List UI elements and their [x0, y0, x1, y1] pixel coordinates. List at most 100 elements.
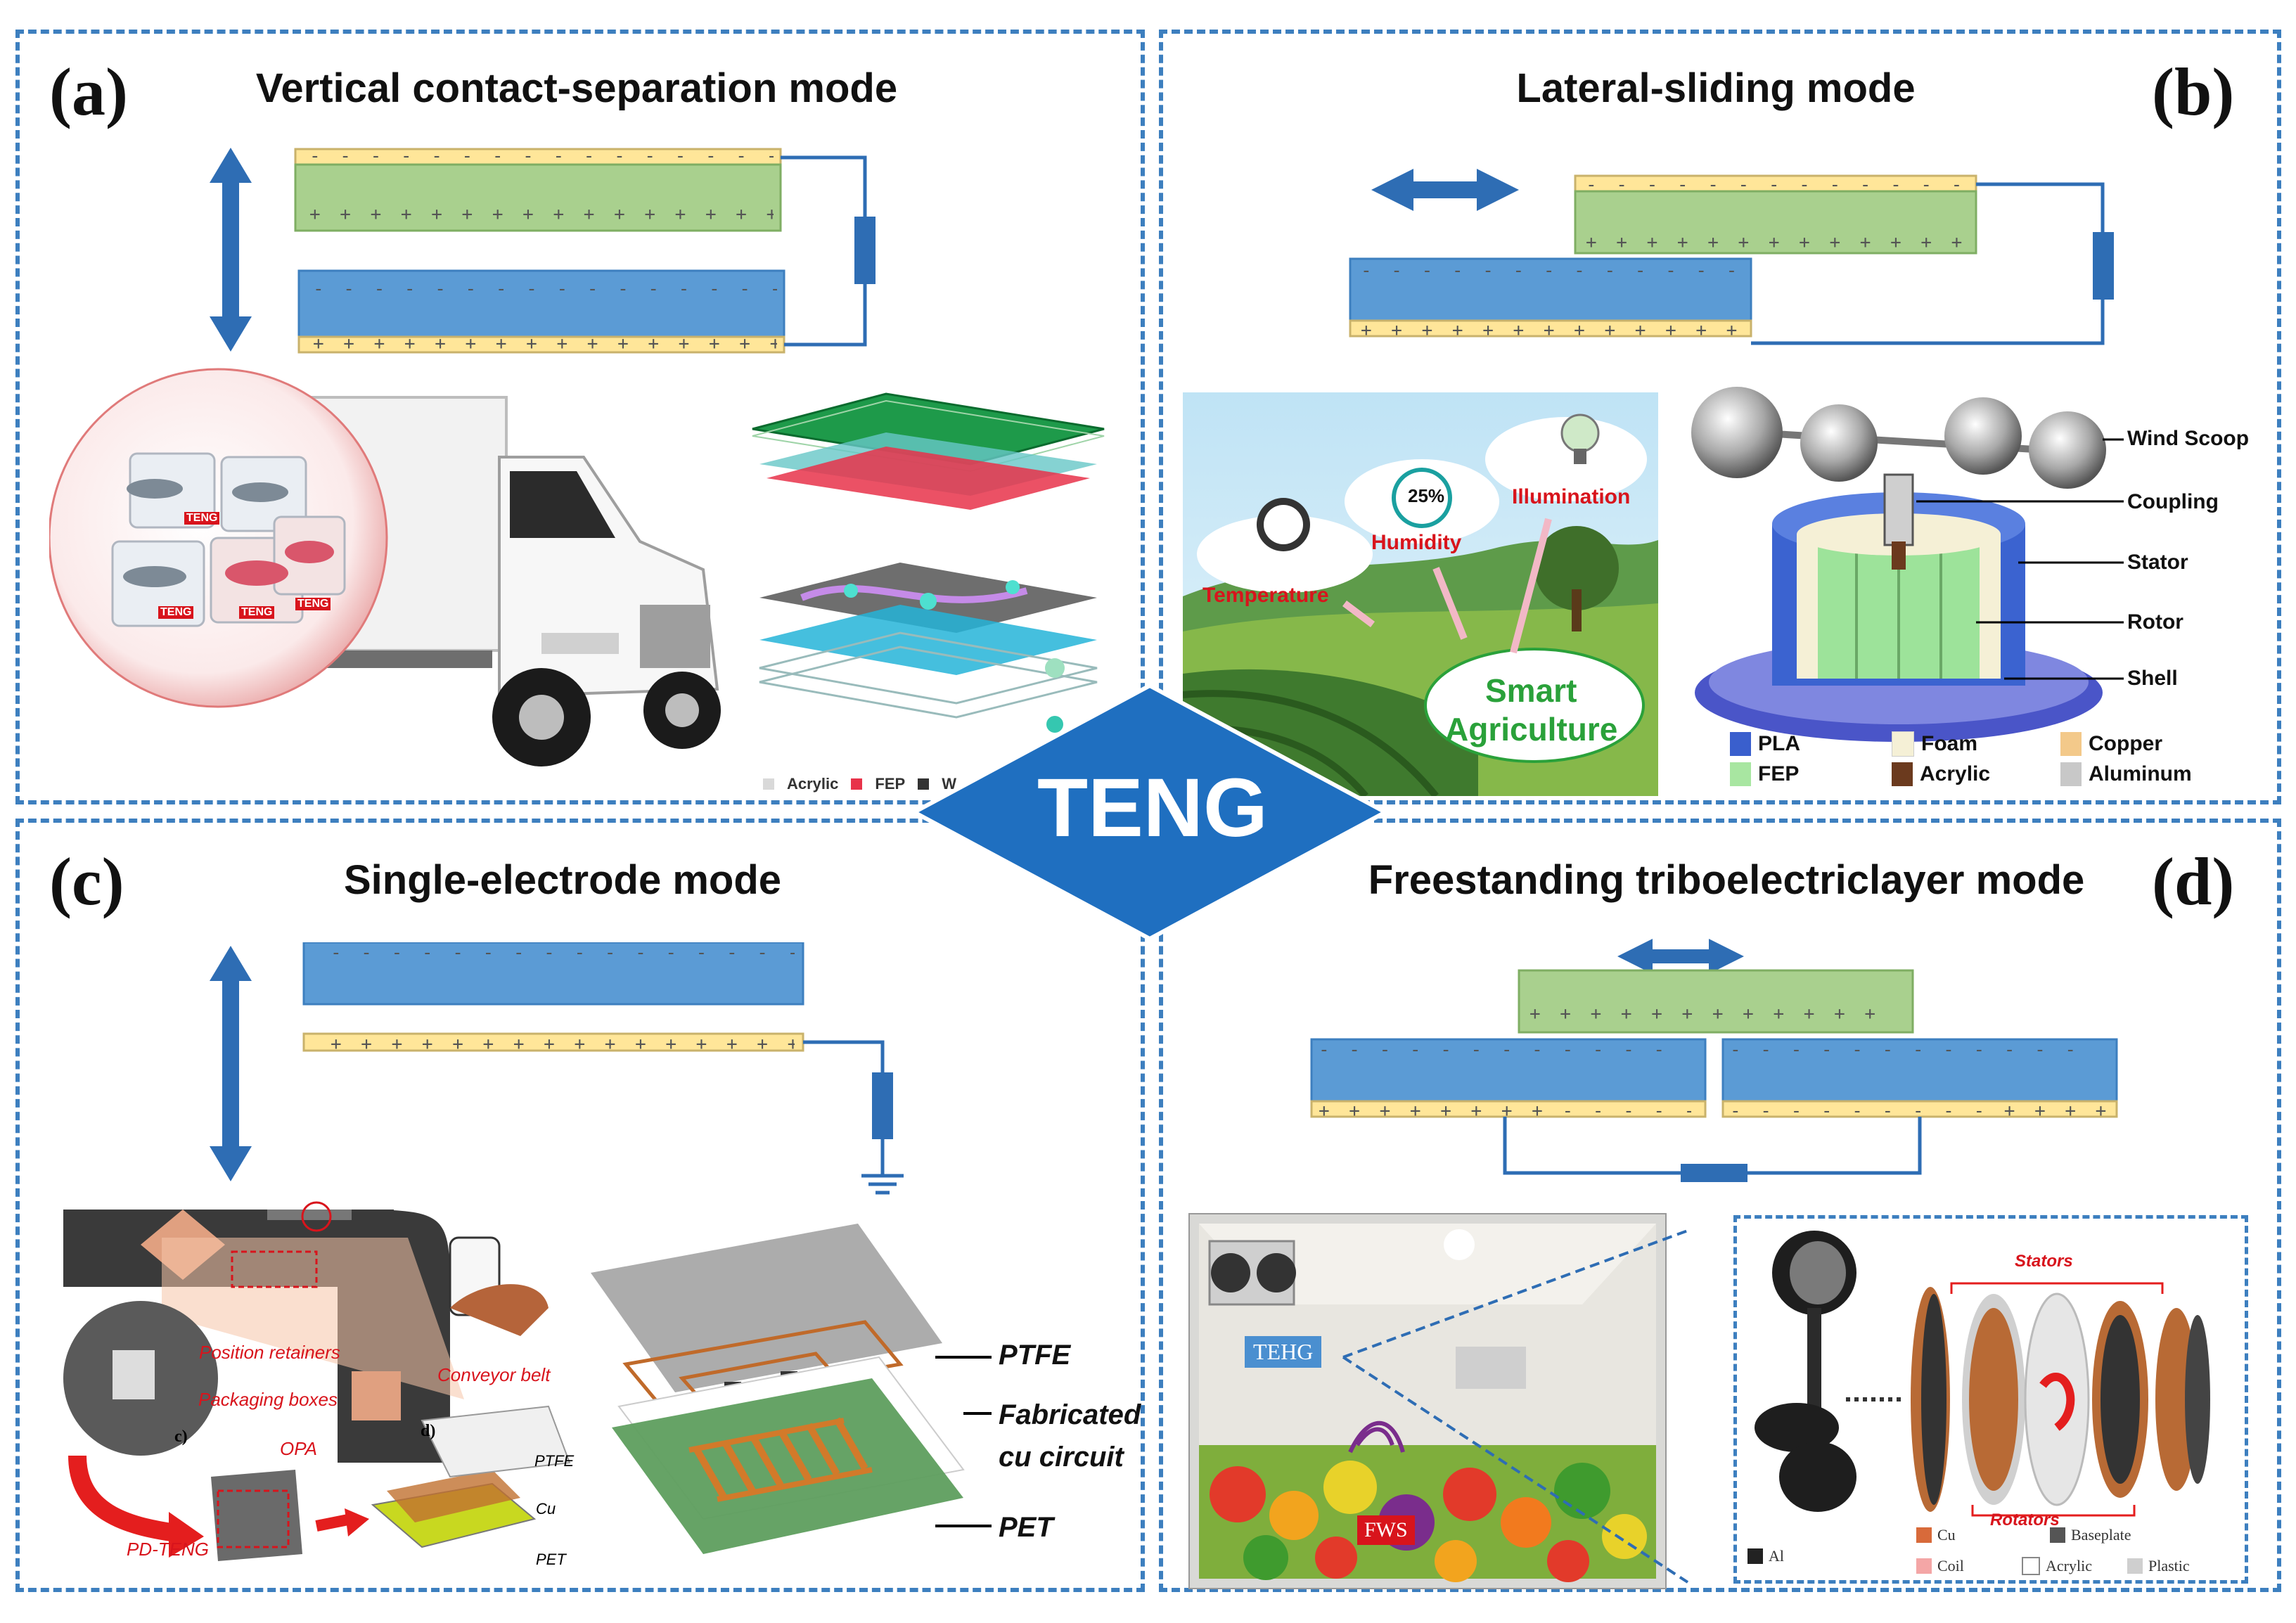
- legend-w: W: [942, 775, 956, 793]
- panel-d-right-minus: - - - - - - - - - - - - - - - - -: [1730, 1039, 2096, 1060]
- panel-c-top-minus: - - - - - - - - - - - - - - - - - - - - …: [331, 942, 795, 963]
- panel-b-bottom-minus: - - - - - - - - - - - - - - - - - - - -: [1361, 260, 1740, 281]
- legend-swatch-acrylic-b: [1892, 762, 1913, 786]
- farm-agriculture-label: Agriculture: [1445, 711, 1618, 748]
- legend-swatch-cu: [1916, 1527, 1932, 1543]
- panel-a-bottom-plus: + + + + + + + + + + + + + + + + + + + + …: [313, 333, 777, 354]
- device-label-wind-scoop: Wind Scoop: [2127, 427, 2250, 450]
- device-label-rotor: Rotor: [2127, 610, 2183, 634]
- panel-a-label: (a): [49, 54, 128, 129]
- label-ptfe-small: PTFE: [534, 1452, 575, 1470]
- legend-swatch-coil: [1916, 1558, 1932, 1574]
- vertical-double-arrow-c: [210, 946, 252, 1181]
- bag-label-3: TENG: [239, 606, 275, 619]
- device-label-stator: Stator: [2127, 551, 2188, 574]
- teng-center-diamond: [909, 683, 1390, 942]
- layer-label-pet: PET: [999, 1512, 1053, 1543]
- legend-swatch-copper: [2060, 732, 2082, 756]
- smart-agriculture-illustration: [1183, 392, 1658, 796]
- wind-teng-device-illustration: [1691, 387, 2124, 742]
- farm-illumination-label: Illumination: [1512, 485, 1631, 508]
- farm-temperature-label: Temperature: [1202, 584, 1329, 607]
- panel-b-title: Lateral-sliding mode: [1516, 65, 1916, 111]
- panel-d-schematic: [1310, 939, 2118, 1182]
- panel-d-left-minus: - - - - - - - - - - - - - - - - -: [1319, 1039, 1684, 1060]
- panel-d-legend: Al Cu Baseplate Coil Acrylic Plastic: [1747, 1526, 2240, 1582]
- bag-label-1: TENG: [184, 512, 220, 525]
- legend-swatch-w: [918, 778, 930, 790]
- layer-label-ptfe: PTFE: [999, 1340, 1071, 1371]
- panel-a-top-minus: - - - - - - - - - - - - - - - - - - - - …: [309, 146, 774, 167]
- label-pd-teng: PD-TENG: [127, 1539, 209, 1560]
- panel-a-title: Vertical contact-separation mode: [255, 65, 898, 111]
- panel-b-schematic: [1349, 169, 2114, 345]
- panel-b-label: (b): [2152, 54, 2235, 129]
- legend-swatch-al: [1747, 1548, 1763, 1564]
- legend-acrylic: Acrylic: [787, 775, 839, 793]
- panel-d-title: Freestanding triboelectriclayer mode: [1368, 857, 2085, 903]
- legend-swatch-foam: [1892, 731, 1914, 757]
- panel-c-label: (c): [49, 844, 124, 919]
- legend-swatch-aluminum: [2060, 762, 2082, 786]
- refrigerated-truck-illustration: [49, 368, 721, 766]
- label-rotators: Rotators: [1990, 1510, 2060, 1529]
- fws-tag: FWS: [1357, 1515, 1415, 1545]
- panel-a-top-plus: + + + + + + + + + + + + + + + + + + + + …: [309, 204, 774, 225]
- legend-plastic: Plastic: [2148, 1557, 2190, 1574]
- legend-aluminum: Aluminum: [2089, 762, 2192, 785]
- vertical-double-arrow: [210, 148, 252, 352]
- label-cu-small: Cu: [536, 1500, 556, 1518]
- device-label-coupling: Coupling: [2127, 490, 2219, 513]
- legend-fep-b: FEP: [1758, 762, 1800, 785]
- layer-label-fabricated: Fabricated: [999, 1399, 1141, 1430]
- cold-storage-illustration: [1188, 1213, 1667, 1589]
- panel-d-connectors: [1342, 1229, 1689, 1584]
- label-d-mark: d): [421, 1422, 436, 1440]
- panel-d-left-bottom: + + + + + + + + - - - - - - - - - -: [1319, 1101, 1691, 1122]
- horizontal-double-arrow-d: [1617, 939, 1744, 974]
- legend-pla: PLA: [1758, 732, 1800, 755]
- legend-swatch-fep: [1730, 762, 1751, 786]
- panel-d-frame: [1159, 819, 2281, 1592]
- legend-fep: FEP: [875, 775, 906, 793]
- legend-swatch-plastic: [2127, 1558, 2143, 1574]
- panel-d-top-plus: + + + + + + + + + + + + + + + +: [1529, 1003, 1895, 1025]
- panel-c-title: Single-electrode mode: [343, 857, 782, 903]
- fabricated-circuit-illustration: [591, 1224, 992, 1554]
- legend-coil: Coil: [1937, 1557, 1964, 1574]
- panel-c-frame: [15, 819, 1145, 1592]
- legend-swatch-pla: [1730, 732, 1751, 756]
- legend-swatch-fep: [851, 778, 863, 790]
- panel-d-label: (d): [2152, 844, 2235, 919]
- device-label-shell: Shell: [2127, 667, 2178, 690]
- panel-c-schematic: [210, 942, 904, 1195]
- panel-b-frame: [1159, 30, 2281, 804]
- legend-acrylic-b: Acrylic: [1920, 762, 1991, 785]
- label-c-mark: c): [174, 1428, 188, 1446]
- legend-baseplate: Baseplate: [2071, 1526, 2131, 1544]
- label-opa: OPA: [280, 1438, 317, 1459]
- panel-b-bottom-plus: + + + + + + + + + + + + + + + + + + + + …: [1361, 320, 1740, 341]
- bag-label-4: TENG: [295, 598, 331, 610]
- farm-smart-label: Smart: [1485, 672, 1577, 709]
- teng-center-label: TENG: [1037, 762, 1268, 854]
- panel-c-bottom-plus: + + + + + + + + + + + + + + + + + + + + …: [331, 1034, 795, 1055]
- panel-b-top-plus: + + + + + + + + + + + + + + + + + + + +: [1586, 232, 1965, 253]
- panel-a-legend: Acrylic FEP W: [763, 775, 956, 793]
- layer-label-cu-circuit: cu circuit: [999, 1442, 1124, 1473]
- legend-swatch-baseplate: [2050, 1527, 2065, 1543]
- label-conveyor-belt: Conveyor belt: [437, 1364, 551, 1385]
- panel-a-bottom-minus: - - - - - - - - - - - - - - - - - - - - …: [313, 278, 777, 300]
- wind-rotor-device-box: [1733, 1215, 2248, 1584]
- bag-label-2: TENG: [158, 606, 194, 619]
- legend-copper: Copper: [2089, 732, 2162, 755]
- legend-swatch-acrylic-d: [2022, 1557, 2040, 1575]
- label-pet-small: PET: [536, 1551, 566, 1568]
- conveyor-belt-illustration: [63, 1201, 571, 1561]
- legend-swatch-acrylic: [763, 778, 774, 790]
- label-packaging-boxes: Packaging boxes: [198, 1389, 338, 1410]
- legend-cu: Cu: [1937, 1526, 1956, 1544]
- farm-humidity-label: Humidity: [1371, 531, 1462, 554]
- panel-a-schematic: [210, 148, 876, 354]
- panel-b-top-minus: - - - - - - - - - - - - - - - - - - - -: [1586, 174, 1965, 195]
